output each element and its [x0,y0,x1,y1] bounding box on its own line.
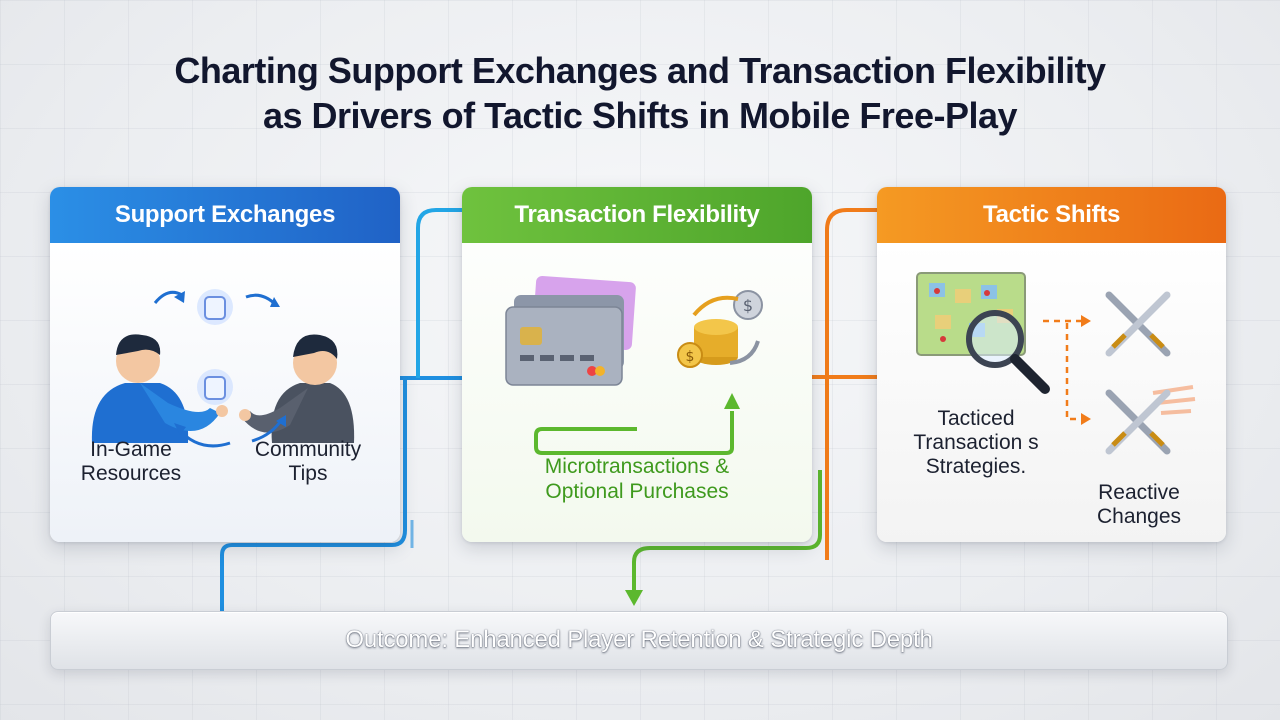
svg-text:$: $ [743,296,753,315]
credit-card-icon [505,275,636,386]
coin-stack-icon: $ $ [677,290,763,368]
title-line-2: as Drivers of Tactic Shifts in Mobile Fr… [262,95,1018,136]
label-tacticed-strategies: Tacticed Transaction s Strategies. [913,407,1039,478]
person-right-icon [239,334,355,443]
label-community-tips: Community Tips [254,438,362,485]
transaction-illustration: $ $ [505,275,763,455]
card-body: $ $ Microtransactions & Optional Purchas… [462,243,812,542]
blue-wire [220,380,407,612]
card-body: Tacticed Transaction s Strategies. React… [877,243,1226,542]
crossed-swords-icon [1105,291,1171,357]
person-left-icon [91,334,228,443]
support-exchange-illustration [91,289,355,448]
card-tactic-shifts: Tactic Shifts [877,187,1226,542]
card-header-support-exchanges: Support Exchanges [50,187,400,243]
tactic-illustration [916,272,1196,455]
svg-text:$: $ [686,349,695,365]
cycle-arrow-icon [153,290,286,448]
card-header-tactic-shifts: Tactic Shifts [877,187,1226,243]
card-support-exchanges: Support Exchanges [50,187,400,542]
page-title: Charting Support Exchanges and Transacti… [0,48,1280,138]
blue-loop-wire [416,208,468,378]
label-in-game-resources: In-Game Resources [80,438,182,485]
magnifier-icon [966,310,1050,394]
card-header-transaction-flexibility: Transaction Flexibility [462,187,812,243]
title-line-1: Charting Support Exchanges and Transacti… [174,50,1106,91]
outcome-bar: Outcome: Enhanced Player Retention & Str… [50,611,1228,670]
green-arrow-head [625,590,643,606]
orange-loop-wire [825,208,880,560]
resource-token-icon [197,289,233,405]
label-reactive-changes: Reactive Changes [1096,481,1182,528]
green-wire [632,470,822,595]
outcome-text: Outcome: Enhanced Player Retention & Str… [345,626,933,653]
card-body: In-Game Resources Community Tips [50,243,400,542]
crossed-swords-icon [1105,385,1196,455]
label-microtransactions: Microtransactions & Optional Purchases [544,455,730,503]
card-transaction-flexibility: Transaction Flexibility $ $ [462,187,812,542]
